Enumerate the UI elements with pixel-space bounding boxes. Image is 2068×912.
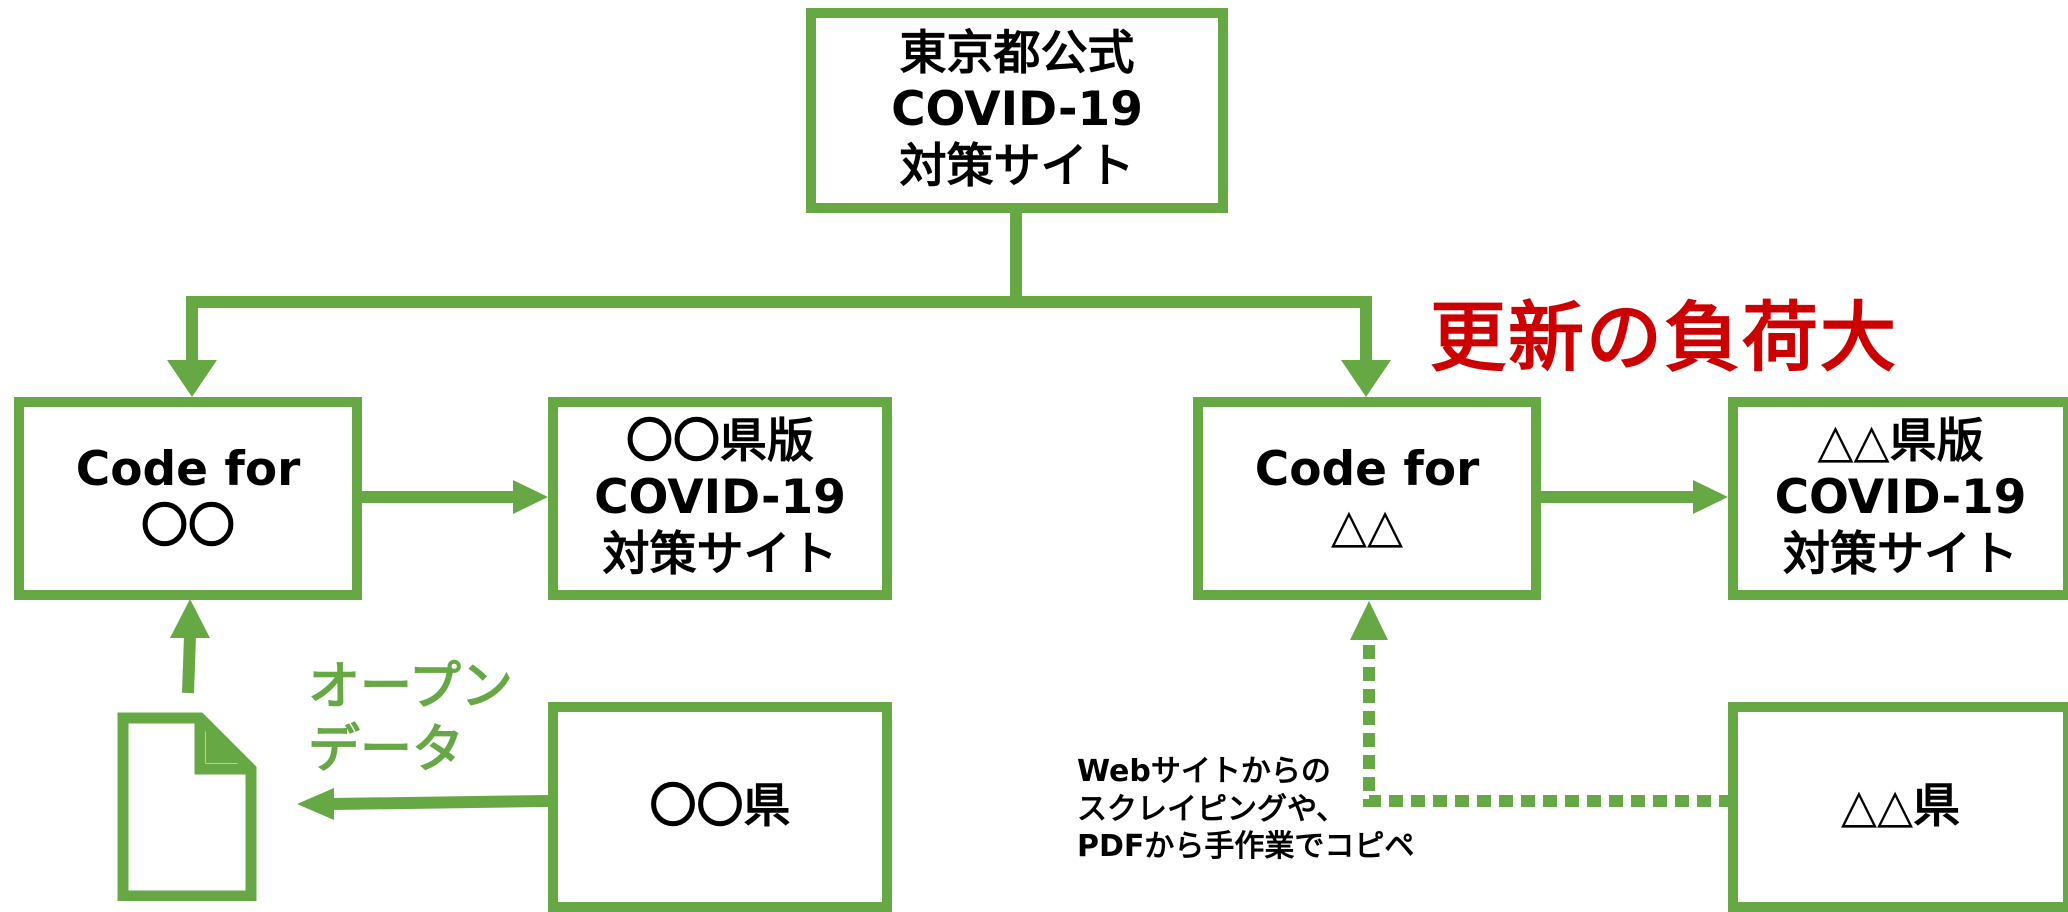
node-text-line: COVID-19 [1774, 470, 2027, 526]
node-text-line: 〇〇県版 [625, 413, 814, 469]
arrowhead-doc-left [297, 788, 334, 820]
open-data-line: データ [308, 720, 465, 781]
scraping-note-line: Webサイトからの [1077, 754, 1331, 789]
node-circle-prefecture: 〇〇県 [548, 702, 892, 912]
node-text-line: △△ [1330, 498, 1404, 554]
node-text-line: Code for [75, 442, 301, 498]
node-text-line: 〇〇県 [649, 778, 791, 834]
node-text-line: 〇〇 [141, 498, 235, 554]
arrowhead-triangle-site [1693, 480, 1728, 514]
node-code-for-triangle: Code for △△ [1193, 397, 1541, 600]
open-data-line: オープン [308, 657, 513, 717]
scraping-note-line: スクレイピングや、 [1077, 791, 1347, 827]
node-tokyo-official-site: 東京都公式 COVID-19 対策サイト [806, 8, 1228, 213]
arrowhead-right-drop [1341, 360, 1391, 397]
node-text-line: 東京都公式 [899, 25, 1135, 81]
open-data-label: オープン データ [308, 656, 513, 783]
update-burden-label: 更新の負荷大 [1430, 293, 1898, 382]
node-triangle-prefecture: △△県 [1728, 702, 2068, 912]
arrowhead-circle-site [513, 480, 548, 514]
node-text-line: COVID-19 [891, 82, 1143, 138]
node-text-line: 対策サイト [899, 138, 1135, 194]
scraping-note-line: PDFから手作業でコピペ [1077, 829, 1415, 864]
node-text-line: 対策サイト [602, 526, 838, 582]
node-text-line: △△県 [1840, 778, 1961, 834]
document-icon [117, 712, 257, 901]
connector-doc-to-codefor [182, 635, 196, 694]
arrowhead-left-drop [167, 360, 217, 397]
arrowhead-doc-up [170, 599, 210, 638]
arrowhead-scraping-up [1350, 601, 1388, 640]
node-triangle-prefecture-site: △△県版 COVID-19 対策サイト [1728, 397, 2068, 600]
node-text-line: △△県版 [1817, 413, 1984, 469]
connector-pref-to-doc [331, 795, 549, 810]
node-text-line: Code for [1254, 442, 1480, 498]
connector-scraping-dotted [1363, 640, 1733, 807]
node-text-line: COVID-19 [594, 470, 846, 526]
node-circle-prefecture-site: 〇〇県版 COVID-19 対策サイト [548, 397, 892, 600]
node-text-line: 対策サイト [1782, 526, 2018, 582]
scraping-note: Webサイトからの スクレイピングや、 PDFから手作業でコピペ [1077, 753, 1414, 866]
node-code-for-circle: Code for 〇〇 [14, 397, 362, 600]
